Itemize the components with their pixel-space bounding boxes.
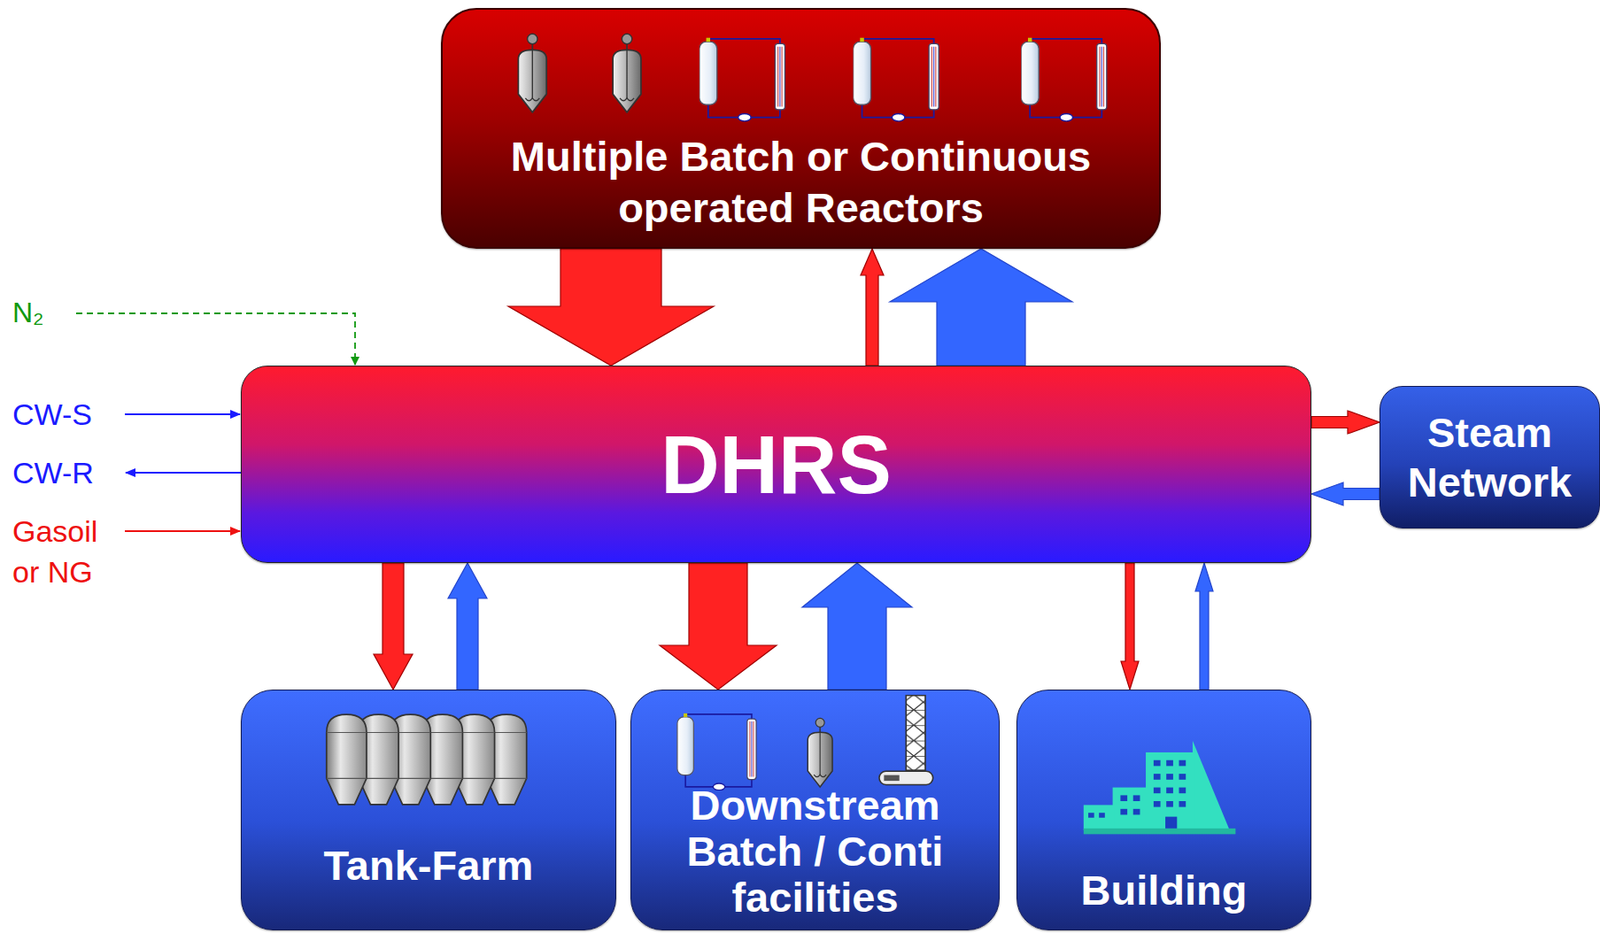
cooling-water-return-line: [125, 471, 241, 474]
flow-arrow: [889, 248, 1073, 366]
reactor-box: Multiple Batch or Continuous operated Re…: [440, 7, 1161, 249]
flow-arrow: [1195, 563, 1214, 690]
flow-arrow: [1311, 482, 1380, 506]
tank-farm-box: Tank-Farm: [240, 689, 617, 931]
flow-arrow: [659, 563, 777, 690]
flow-arrow: [373, 563, 413, 690]
nitrogen-line: [76, 313, 356, 365]
flow-arrow: [802, 563, 913, 690]
cooling-water-label: CW-S: [12, 395, 93, 433]
heat-recovery-box: DHRS: [240, 365, 1312, 564]
node-title: Multiple Batch or Continuous operated Re…: [482, 131, 1121, 234]
cooling-water-label: CW-R: [12, 454, 94, 492]
node-title: Steam Network: [1392, 408, 1588, 508]
node-title: DHRS: [289, 420, 1264, 510]
flow-arrow: [860, 248, 884, 366]
flow-arrow: [1311, 410, 1380, 434]
fuel-label: Gasoil or NG: [12, 510, 114, 593]
steam-network-box: Steam Network: [1379, 386, 1600, 529]
tank-farm-icons: [241, 690, 616, 930]
node-title: Tank-Farm: [260, 841, 597, 891]
flow-arrow: [448, 563, 487, 690]
cooling-water-supply-line: [124, 413, 240, 416]
fuel-line: [124, 530, 240, 533]
node-title: Downstream Batch / Conti facilities: [682, 782, 949, 921]
nitrogen-label: N₂: [12, 294, 45, 331]
node-title: Building: [1031, 865, 1298, 916]
building-box: Building: [1016, 689, 1312, 931]
flow-arrow: [508, 248, 714, 366]
flow-arrow: [1120, 563, 1139, 690]
downstream-box: Downstream Batch / Conti facilities: [630, 689, 1000, 931]
